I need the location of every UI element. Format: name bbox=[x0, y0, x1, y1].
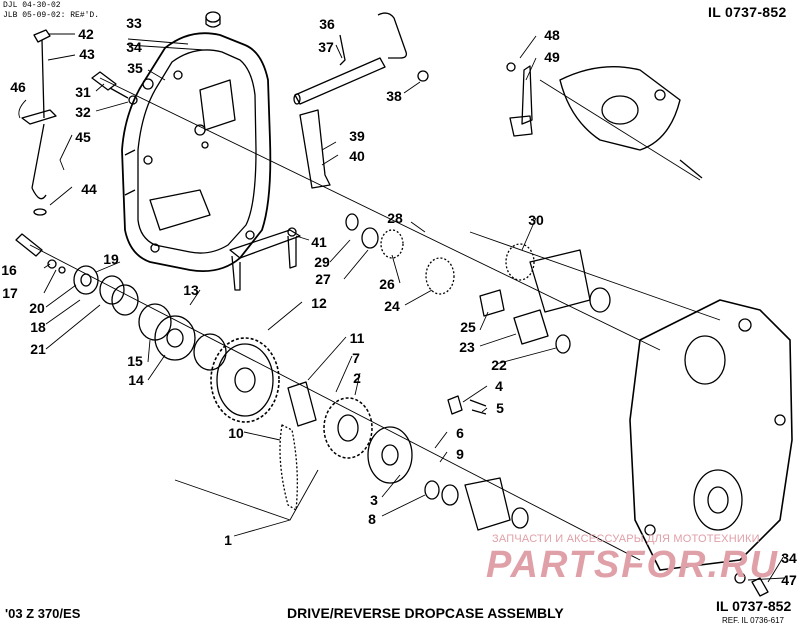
callout-13: 13 bbox=[183, 282, 199, 298]
callout-4: 4 bbox=[495, 378, 503, 394]
callout-42: 42 bbox=[78, 26, 94, 42]
leader-lines bbox=[18, 33, 785, 583]
plate-39 bbox=[299, 109, 331, 189]
callout-27: 27 bbox=[315, 271, 331, 287]
linkage-48 bbox=[506, 62, 703, 179]
revision-line-1: DJL 04-30-02 bbox=[3, 1, 61, 10]
callout-40: 40 bbox=[349, 148, 365, 164]
callout-47: 47 bbox=[781, 572, 797, 588]
callout-21: 21 bbox=[30, 341, 46, 357]
callout-37: 37 bbox=[318, 39, 334, 55]
revision-line-2: JLB 05-09-02: RE#'D. bbox=[3, 11, 100, 20]
model-label: '03 Z 370/ES bbox=[5, 606, 81, 621]
callout-23: 23 bbox=[459, 339, 475, 355]
callout-5: 5 bbox=[496, 400, 504, 416]
countershaft-parts bbox=[345, 213, 611, 354]
bracket-41 bbox=[229, 227, 301, 291]
dropcase-cover bbox=[121, 32, 272, 273]
callout-16: 16 bbox=[1, 262, 17, 278]
callout-3: 3 bbox=[370, 492, 378, 508]
disc-3 bbox=[367, 426, 413, 484]
callout-39: 39 bbox=[349, 128, 365, 144]
shift-rod bbox=[21, 29, 57, 216]
callout-28: 28 bbox=[387, 210, 403, 226]
reverse-shaft bbox=[293, 12, 429, 105]
callout-26: 26 bbox=[379, 276, 395, 292]
callout-34: 34 bbox=[126, 39, 142, 55]
callout-20: 20 bbox=[29, 300, 45, 316]
bolt-31 bbox=[91, 71, 138, 105]
callout-15: 15 bbox=[127, 353, 143, 369]
illustration-number-bottom: IL 0737-852 bbox=[716, 598, 792, 614]
callout-48: 48 bbox=[544, 27, 560, 43]
callout-17: 17 bbox=[2, 285, 18, 301]
callout-6: 6 bbox=[456, 425, 464, 441]
callout-30: 30 bbox=[528, 212, 544, 228]
chain-10 bbox=[279, 424, 298, 511]
assembly-title: DRIVE/REVERSE DROPCASE ASSEMBLY bbox=[287, 605, 564, 621]
callout-19: 19 bbox=[103, 251, 119, 267]
watermark-tagline: ЗАПЧАСТИ И АКСЕССУАРЫ ДЛЯ МОТОТЕХНИКИ bbox=[492, 533, 760, 545]
reference-number: REF. IL 0736-617 bbox=[722, 616, 784, 625]
dropcase-housing bbox=[464, 299, 793, 571]
hub-20 bbox=[73, 265, 227, 371]
callout-32: 32 bbox=[75, 104, 91, 120]
callout-31: 31 bbox=[75, 84, 91, 100]
callout-49: 49 bbox=[544, 49, 560, 65]
callout-14: 14 bbox=[128, 372, 144, 388]
callout-41: 41 bbox=[311, 234, 327, 250]
callout-38: 38 bbox=[386, 88, 402, 104]
illustration-number-top: IL 0737-852 bbox=[708, 4, 787, 20]
bearing-11 bbox=[287, 381, 317, 427]
callout-9: 9 bbox=[456, 446, 464, 462]
sprocket-2 bbox=[323, 397, 373, 459]
callout-29: 29 bbox=[314, 254, 330, 270]
callout-8: 8 bbox=[368, 511, 376, 527]
callout-35: 35 bbox=[127, 60, 143, 76]
callout-1: 1 bbox=[224, 532, 232, 548]
callout-18: 18 bbox=[30, 319, 46, 335]
sprocket-12 bbox=[210, 337, 280, 423]
callout-46: 46 bbox=[10, 79, 26, 95]
callout-33: 33 bbox=[126, 15, 142, 31]
callout-36: 36 bbox=[319, 16, 335, 32]
axis-lines bbox=[29, 77, 721, 561]
callout-43: 43 bbox=[79, 46, 95, 62]
callout-7: 7 bbox=[352, 350, 360, 366]
callout-10: 10 bbox=[228, 425, 244, 441]
callout-24: 24 bbox=[384, 298, 400, 314]
callout-11: 11 bbox=[349, 330, 365, 346]
callout-2: 2 bbox=[353, 370, 361, 386]
callout-34-lower: 34 bbox=[781, 550, 797, 566]
watermark-brand: PARTSFOR.RU bbox=[486, 544, 779, 586]
callout-25: 25 bbox=[460, 319, 476, 335]
bolt-16 bbox=[15, 233, 66, 274]
callout-12: 12 bbox=[311, 295, 327, 311]
callout-44: 44 bbox=[81, 181, 97, 197]
callout-22: 22 bbox=[491, 357, 507, 373]
cap-33 bbox=[205, 11, 221, 28]
callout-45: 45 bbox=[75, 129, 91, 145]
